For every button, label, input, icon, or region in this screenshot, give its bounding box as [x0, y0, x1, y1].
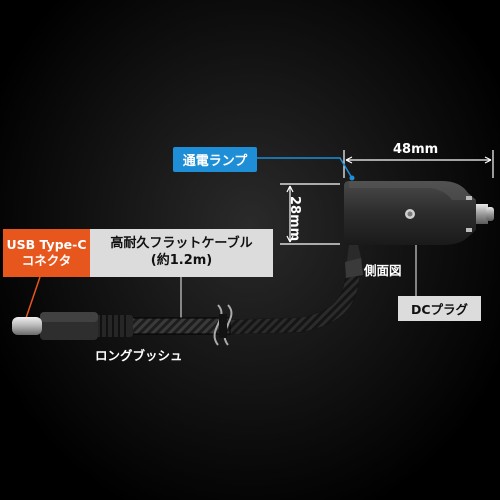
power-lamp-text: 通電ランプ: [182, 154, 248, 169]
cable-line1: 高耐久フラットケーブル: [110, 236, 253, 252]
flat-cable: [130, 318, 230, 334]
usb-type-c-line2: コネクタ: [21, 253, 72, 268]
long-bush-label: ロングブッシュ: [95, 348, 183, 363]
long-bush: [95, 315, 133, 337]
height-dimension: [280, 183, 340, 245]
side-view-label: 側面図: [364, 263, 402, 278]
width-dimension-label: 48mm: [393, 142, 439, 157]
usb-type-c-label: USB Type-C コネクタ: [3, 229, 90, 277]
power-lamp-label: 通電ランプ: [173, 147, 257, 172]
width-dimension: [343, 150, 494, 178]
usb-c-plug: [12, 317, 42, 335]
cable-line2: (約1.2m): [150, 253, 213, 268]
height-dimension-label: 28mm: [287, 196, 302, 242]
dc-plug-label: DCプラグ: [398, 296, 481, 321]
usb-leader-line: [25, 276, 41, 319]
car-charger: [344, 181, 494, 278]
usb-type-c-line1: USB Type-C: [6, 237, 87, 253]
lamp-leader-line: [257, 157, 353, 179]
cable-break-mark: [213, 304, 233, 346]
cable-label: 高耐久フラットケーブル (約1.2m): [90, 229, 273, 277]
dc-plug-text: DCプラグ: [410, 302, 469, 317]
cable-curve: [229, 269, 360, 334]
